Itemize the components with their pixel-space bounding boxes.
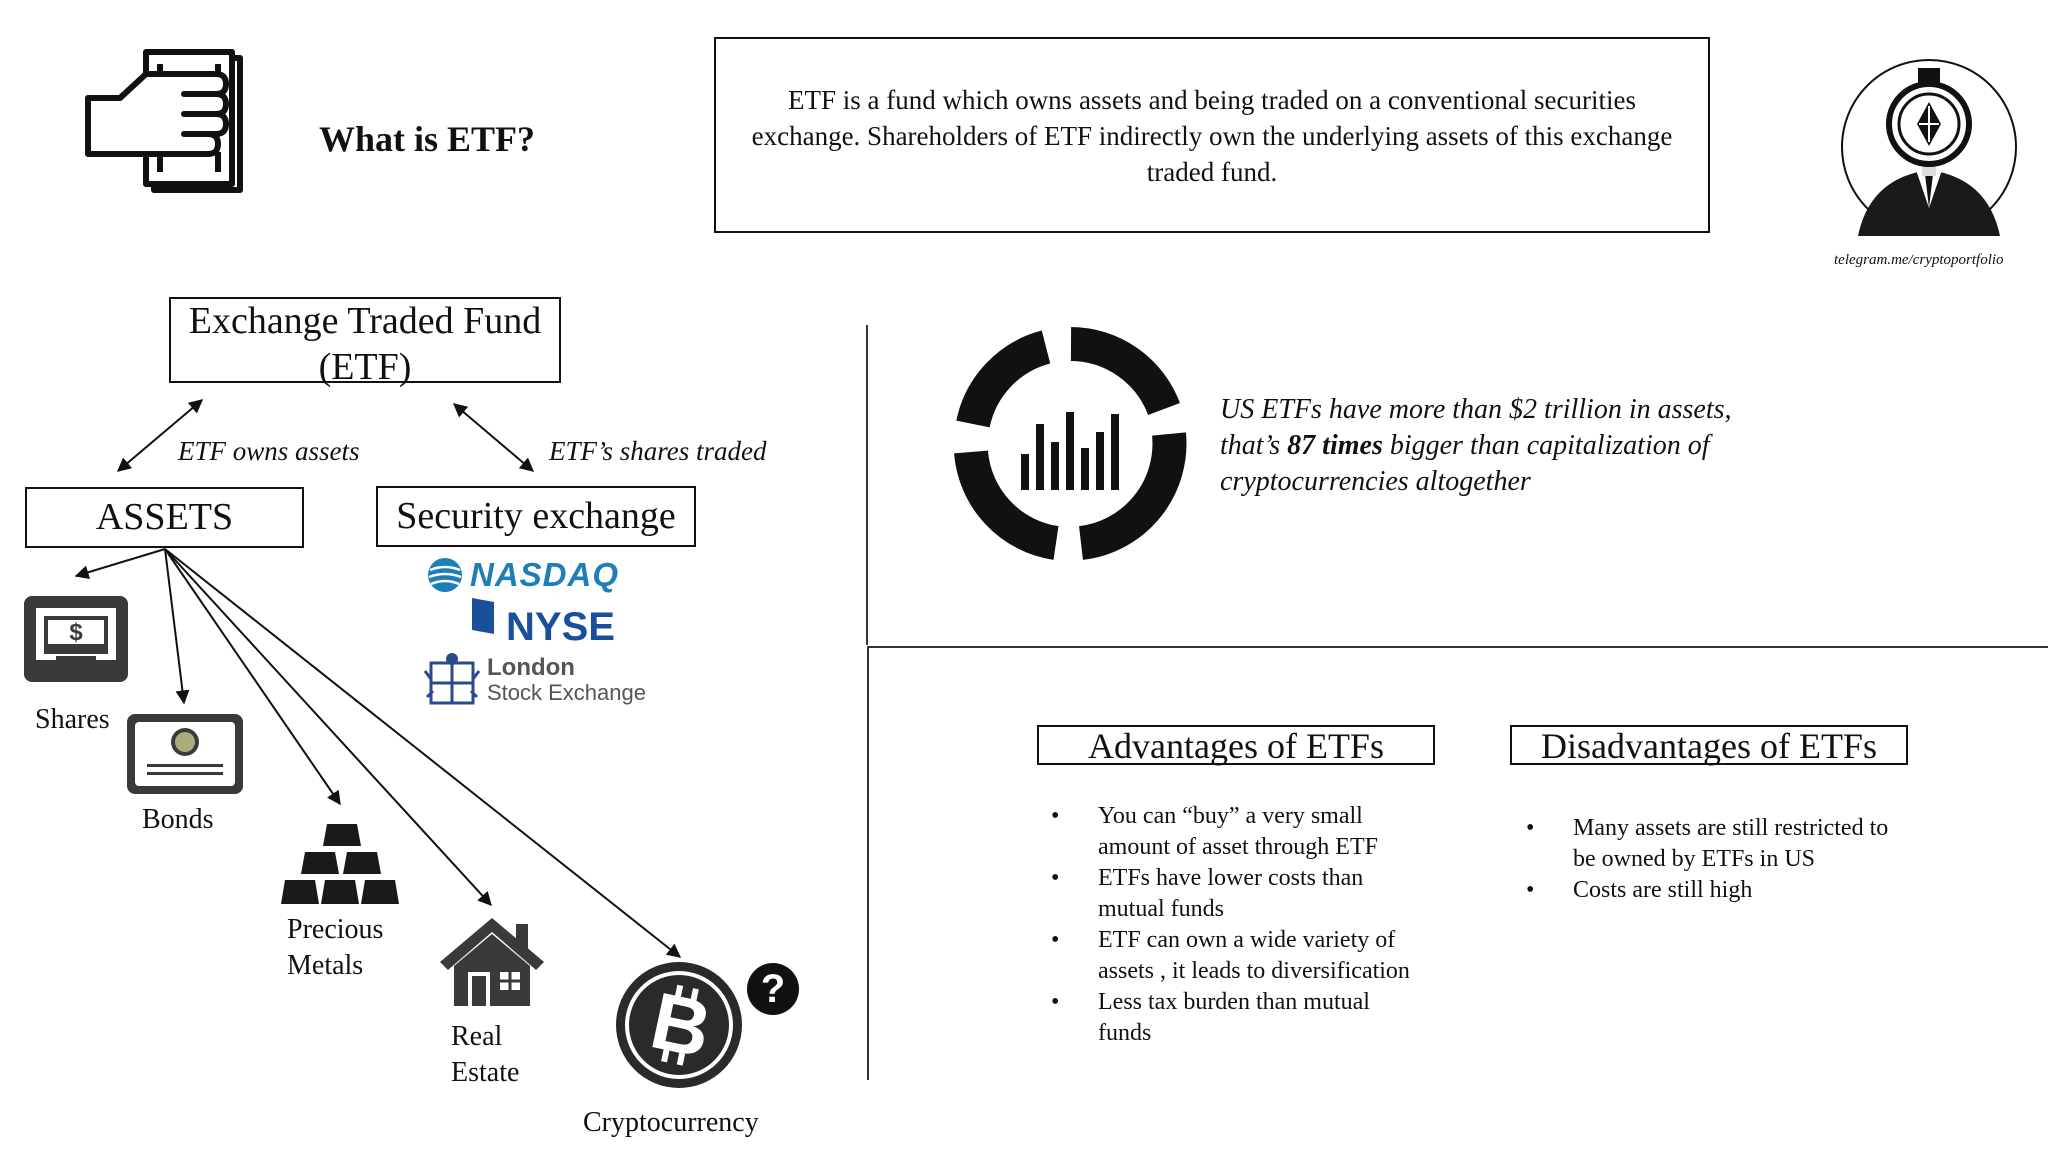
etf-node-label: Exchange Traded Fund (ETF)	[188, 300, 542, 388]
gold-bars-icon	[281, 820, 403, 910]
arrow-metals	[164, 548, 341, 806]
edge-label-assets: ETF owns assets	[178, 436, 360, 466]
nyse-logo: NYSE	[470, 598, 615, 650]
diagram-arrows	[74, 399, 682, 958]
nasdaq-logo: NASDAQ	[426, 555, 619, 595]
vertical-divider-top	[866, 325, 868, 645]
stats-highlight: 87 times	[1287, 430, 1383, 461]
advantages-item: ETFs have lower costs than mutual funds	[1051, 863, 1411, 925]
lse-name-line1: London	[487, 654, 575, 681]
advantages-list: You can “buy” a very small amount of ass…	[1051, 801, 1411, 1049]
page-title: What is ETF?	[319, 119, 536, 159]
arrow-etf-assets	[116, 399, 204, 472]
question-mark-icon: ?	[747, 963, 799, 1015]
assets-node: ASSETS	[25, 487, 304, 548]
crypto-label: Cryptocurrency	[583, 1107, 759, 1138]
stats-line2-post: bigger than capitalization of	[1382, 430, 1710, 461]
stats-line3: cryptocurrencies altogether	[1220, 466, 1531, 497]
arrow-crypto	[164, 548, 682, 958]
realestate-label-line2: Estate	[451, 1057, 520, 1088]
vertical-divider-bottom	[867, 647, 869, 1080]
telegram-link[interactable]: telegram.me/cryptoportfolio	[1834, 252, 2004, 268]
nyse-flag-icon	[472, 598, 494, 634]
donut-chart-icon	[951, 324, 1191, 564]
house-icon	[436, 914, 548, 1010]
lse-logo: London Stock Exchange	[423, 651, 646, 709]
question-mark-text: ?	[760, 967, 786, 1011]
hand-money-icon	[84, 48, 254, 203]
arrow-etf-exchange	[452, 403, 535, 472]
assets-node-label: ASSETS	[95, 496, 234, 538]
metals-label: Precious Metals	[287, 912, 383, 984]
disadvantages-list: Many assets are still restricted to be o…	[1526, 813, 1906, 906]
metals-label-line2: Metals	[287, 950, 364, 981]
bitcoin-icon: B	[614, 960, 744, 1090]
lse-crest-icon	[423, 653, 481, 705]
realestate-label: Real Estate	[451, 1019, 519, 1091]
svg-text:$: $	[69, 619, 83, 646]
lse-name-line2: Stock Exchange	[487, 680, 646, 705]
advantages-title-box: Advantages of ETFs	[1037, 725, 1435, 766]
metals-label-line1: Precious	[287, 914, 384, 945]
exchange-node-label: Security exchange	[396, 495, 676, 537]
stats-line2-pre: that’s	[1220, 430, 1288, 461]
etf-node: Exchange Traded Fund (ETF)	[169, 297, 561, 388]
edge-label-exchange: ETF’s shares traded	[549, 436, 767, 466]
stats-line1: US ETFs have more than $2 trillion in as…	[1220, 394, 1732, 425]
nyse-name: NYSE	[506, 605, 615, 649]
bonds-label: Bonds	[142, 804, 214, 835]
advantages-item: You can “buy” a very small amount of ass…	[1051, 801, 1411, 863]
arrow-bonds	[164, 548, 190, 705]
advantages-item: ETF can own a wide variety of assets , i…	[1051, 925, 1411, 987]
disadvantages-title-box: Disadvantages of ETFs	[1510, 725, 1908, 766]
horizontal-divider	[867, 646, 2048, 648]
shares-icon: $	[22, 594, 130, 684]
realestate-label-line1: Real	[451, 1021, 503, 1052]
definition-text: ETF is a fund which owns assets and bein…	[751, 85, 1673, 187]
bonds-icon	[125, 712, 245, 796]
arrow-shares	[74, 548, 166, 580]
nasdaq-name: NASDAQ	[470, 556, 620, 593]
advantages-item: Less tax burden than mutual funds	[1051, 987, 1411, 1049]
nasdaq-globe-icon	[428, 558, 462, 592]
arrow-realestate	[164, 548, 492, 907]
definition-box: ETF is a fund which owns assets and bein…	[714, 37, 1710, 233]
exchange-node: Security exchange	[376, 486, 696, 547]
disadvantages-item: Costs are still high	[1526, 875, 1906, 906]
disadvantages-title: Disadvantages of ETFs	[1541, 726, 1877, 766]
stats-text: US ETFs have more than $2 trillion in as…	[1220, 392, 1732, 500]
crypto-avatar[interactable]	[1840, 58, 2018, 236]
stats-line2: that’s 87 times bigger than capitalizati…	[1220, 428, 1732, 464]
advantages-title: Advantages of ETFs	[1088, 726, 1384, 766]
shares-label: Shares	[35, 704, 110, 735]
disadvantages-item: Many assets are still restricted to be o…	[1526, 813, 1906, 875]
